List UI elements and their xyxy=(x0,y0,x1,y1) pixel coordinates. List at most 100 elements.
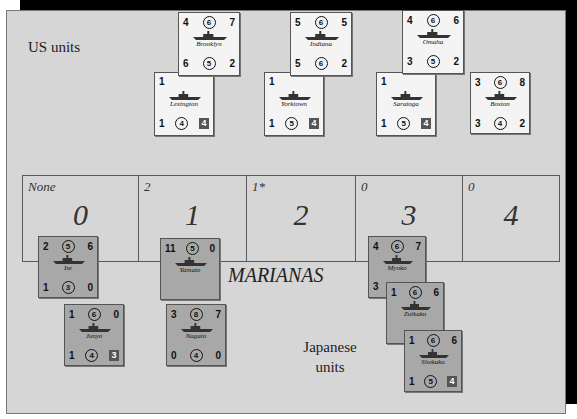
factor-number: 6 xyxy=(453,15,459,27)
circled-factor: 3 xyxy=(62,281,75,294)
factor-number: 4 xyxy=(373,241,379,253)
factor-number: 1 xyxy=(269,118,275,130)
ship-name: Myoko xyxy=(387,264,406,273)
factor-number: 1 xyxy=(269,76,275,88)
factor-number: 6 xyxy=(183,58,189,70)
circled-factor: 5 xyxy=(62,240,75,253)
counter-row: Junyo xyxy=(69,332,119,341)
counter-row: Brooklyn xyxy=(183,40,235,49)
circled-factor: 5 xyxy=(285,117,298,130)
factor-number: 7 xyxy=(229,17,235,29)
counter-row: Ise xyxy=(43,264,93,273)
unit-counter: 1Yorktown154 xyxy=(264,72,324,136)
unit-counter: 1150Yamato xyxy=(160,238,220,300)
counter-row: Lexington xyxy=(159,100,209,109)
circled-factor: 6 xyxy=(409,286,422,299)
counter-row: Indiana xyxy=(295,40,347,49)
ship-name: Shokaku xyxy=(421,358,445,367)
counter-row: 342 xyxy=(475,117,525,130)
factor-number: 3 xyxy=(373,281,379,293)
factor-number: 1 xyxy=(43,282,49,294)
ship-silhouette xyxy=(383,254,413,264)
counter-row: 352 xyxy=(407,55,459,68)
unit-counter: 160Junyo143 xyxy=(64,304,124,366)
counter-row: 368 xyxy=(475,76,525,89)
factor-number: 11 xyxy=(165,243,176,255)
counter-row: 130 xyxy=(43,281,93,294)
factor-number: 8 xyxy=(519,77,525,89)
ship-hull xyxy=(391,91,423,100)
side-heading: Japanese units xyxy=(288,338,372,377)
circled-factor: 6 xyxy=(88,308,101,321)
ship-silhouette xyxy=(175,256,207,266)
track-number: 0 xyxy=(23,198,138,232)
factor-number: 1 xyxy=(381,76,387,88)
unit-counter: 467Brooklyn652 xyxy=(178,12,240,76)
factor-number: 6 xyxy=(87,241,93,253)
counter-row: Yamato xyxy=(165,266,215,275)
factor-number: 5 xyxy=(295,17,301,29)
counter-row: Nagato xyxy=(171,332,221,341)
counter-row: 1 xyxy=(269,76,319,88)
ship-silhouette xyxy=(401,300,431,310)
ship-name: Saratoga xyxy=(393,100,419,109)
unit-counter: 387Nagato040 xyxy=(166,304,226,366)
counter-row: 166 xyxy=(391,286,439,299)
ship-hull xyxy=(401,301,431,310)
ship-name: Omaha xyxy=(423,38,444,47)
ship-hull xyxy=(279,91,311,100)
circled-factor: 6 xyxy=(494,76,507,89)
factor-number: 3 xyxy=(407,56,413,68)
counter-row: Saratoga xyxy=(381,100,431,109)
circled-factor: 5 xyxy=(427,55,440,68)
area-name: MARIANAS xyxy=(228,262,358,288)
ship-name: Nagato xyxy=(186,332,207,341)
factor-number: 2 xyxy=(519,118,525,130)
counter-row: 1 xyxy=(381,76,431,88)
factor-number: 2 xyxy=(341,58,347,70)
counter-row: 1 xyxy=(159,76,209,88)
track-condition: 0 xyxy=(361,179,368,195)
ship-hull xyxy=(485,91,517,100)
factor-number: 1 xyxy=(159,76,165,88)
circled-factor: 5 xyxy=(186,242,199,255)
boxed-factor: 4 xyxy=(309,118,319,129)
circled-factor: 5 xyxy=(397,117,410,130)
circled-factor: 6 xyxy=(203,16,216,29)
unit-counter: 256Ise130 xyxy=(38,236,98,298)
circled-factor: 8 xyxy=(190,308,203,321)
ship-silhouette xyxy=(53,254,85,264)
ship-name: Yamato xyxy=(180,266,201,275)
ship-silhouette xyxy=(391,90,423,100)
track-condition: 1* xyxy=(252,179,265,195)
counter-row: 387 xyxy=(171,308,221,321)
circled-factor: 5 xyxy=(424,375,437,388)
circled-factor: 4 xyxy=(190,349,203,362)
counter-row: 562 xyxy=(295,57,347,70)
unit-counter: 1Lexington144 xyxy=(154,72,214,136)
factor-number: 7 xyxy=(415,241,421,253)
factor-number: 2 xyxy=(229,58,235,70)
track-condition: None xyxy=(28,179,55,195)
ship-silhouette xyxy=(279,90,311,100)
boxed-factor: 4 xyxy=(199,118,209,129)
track-condition: 0 xyxy=(468,179,475,195)
ship-name: Brooklyn xyxy=(196,40,221,49)
counter-row: 467 xyxy=(373,240,421,253)
ship-hull xyxy=(417,29,451,38)
factor-number: 5 xyxy=(295,58,301,70)
factor-number: 6 xyxy=(451,335,457,347)
track-number: 4 xyxy=(463,198,559,232)
unit-counter: 368Boston342 xyxy=(470,72,530,134)
counter-row: Yorktown xyxy=(269,100,319,109)
ship-name: Yorktown xyxy=(281,100,307,109)
ship-silhouette xyxy=(485,90,517,100)
factor-number: 4 xyxy=(183,17,189,29)
factor-number: 1 xyxy=(381,118,387,130)
factor-number: 0 xyxy=(113,309,119,321)
counter-row: Zuikaku xyxy=(391,310,439,319)
ship-hull xyxy=(419,349,449,358)
circled-factor: 6 xyxy=(427,14,440,27)
unit-counter: 1Saratoga154 xyxy=(376,72,436,136)
